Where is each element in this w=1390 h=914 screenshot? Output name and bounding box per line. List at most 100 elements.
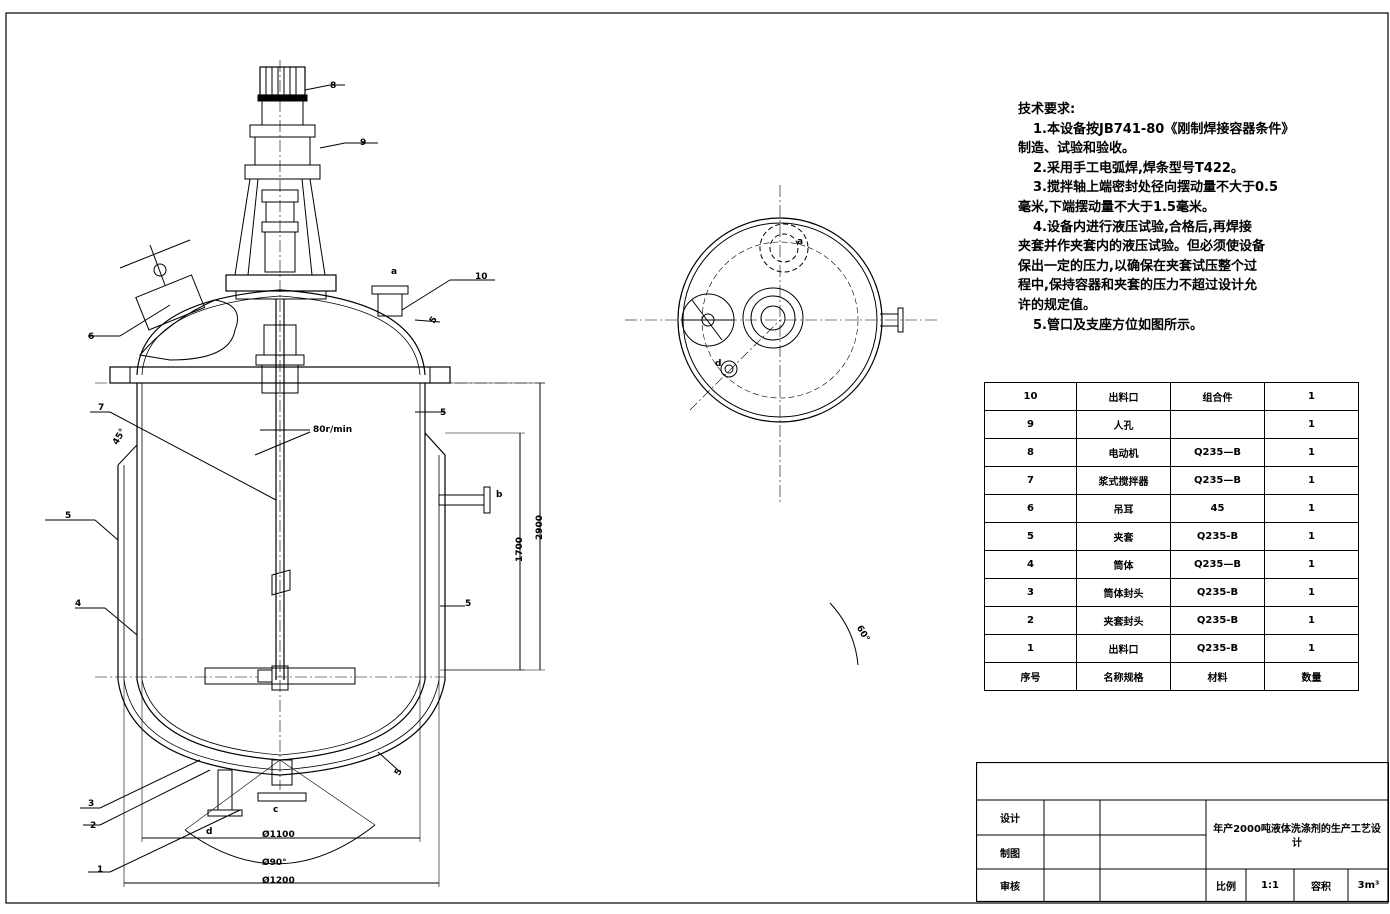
bom-header-cell: 数量: [1264, 662, 1359, 691]
bom-cell: 人孔: [1076, 410, 1171, 439]
project-title: 年产2000吨液体洗涤剂的生产工艺设计: [1213, 824, 1381, 849]
label-part-10: 10: [475, 272, 488, 282]
dim-1100: Ø1100: [262, 829, 295, 840]
bom-cell: 45: [1170, 494, 1265, 523]
req-line: 程中,保持容器和夹套的压力不超过设计允: [1018, 278, 1257, 294]
bom-cell: 1: [1264, 382, 1359, 411]
angle-45: 45°: [111, 427, 128, 447]
req-line: 保出一定的压力,以确保在夹套试压整个过: [1018, 258, 1257, 274]
bom-cell: 1: [1264, 578, 1359, 607]
bom-cell: Q235-B: [1170, 634, 1265, 663]
dim-angle-90: Ø90°: [262, 857, 287, 868]
bom-cell: 1: [1264, 466, 1359, 495]
top-view-nozzle-a: a: [797, 237, 803, 247]
bom-header-cell: 序号: [984, 662, 1077, 691]
draw-label: 制图: [1000, 848, 1020, 860]
bom-cell: 1: [1264, 410, 1359, 439]
bom-cell: 8: [984, 438, 1077, 467]
bom-cell: 3: [984, 578, 1077, 607]
thickness-5-shell: 5: [440, 408, 446, 418]
req-line: 3.搅拌轴上端密封处径向摆动量不大于0.5: [1033, 180, 1279, 196]
label-part-6: 6: [88, 332, 94, 342]
vessel-elevation: [45, 60, 545, 887]
nozzle-label-c: c: [273, 805, 278, 815]
technical-requirements-title: 技术要求:: [1018, 102, 1076, 117]
label-part-5: 5: [65, 511, 71, 521]
label-part-1: 1: [97, 865, 103, 875]
drive-frame: [225, 178, 337, 300]
req-line: 制造、试验和验收。: [1018, 141, 1136, 157]
bom-cell: 4: [984, 550, 1077, 579]
bom-cell: Q235-B: [1170, 578, 1265, 607]
angle-60: 60°: [854, 624, 871, 644]
bom-cell: Q235—B: [1170, 438, 1265, 467]
label-part-8: 8: [330, 81, 336, 91]
bom-cell: 1: [1264, 606, 1359, 635]
label-part-7: 7: [98, 403, 104, 413]
bom-cell: 夹套封头: [1076, 606, 1171, 635]
motor: [244, 66, 321, 180]
top-view-nozzle-d: d: [715, 359, 721, 369]
bom-cell: Q235—B: [1170, 550, 1265, 579]
bom-cell: 出料口: [1076, 634, 1171, 663]
scale-value: 1:1: [1261, 880, 1279, 891]
sheet-border: [5, 12, 1389, 904]
bom-cell: 1: [1264, 550, 1359, 579]
bom-cell: 5: [984, 522, 1077, 551]
title-block: 设计 制图 审核 年产2000吨液体洗涤剂的生产工艺设计 比例 1:1 容积 3…: [976, 762, 1389, 902]
bom-cell: 组合件: [1170, 382, 1265, 411]
bom-cell: 出料口: [1076, 382, 1171, 411]
nozzle-label-d: d: [206, 827, 212, 837]
bom-cell: Q235—B: [1170, 466, 1265, 495]
dim-1200: Ø1200: [262, 875, 295, 886]
req-line: 4.设备内进行液压试验,合格后,再焊接: [1033, 219, 1252, 235]
bom-cell: 筒体: [1076, 550, 1171, 579]
bom-header-cell: 材料: [1170, 662, 1265, 691]
req-line: 夹套并作夹套内的液压试验。但必须使设备: [1018, 239, 1266, 255]
bom-cell: 浆式搅拌器: [1076, 466, 1171, 495]
bom-cell: 1: [1264, 438, 1359, 467]
design-label: 设计: [1000, 814, 1020, 825]
req-line: 毫米,下端摆动量不大于1.5毫米。: [1018, 199, 1215, 215]
technical-requirements: 技术要求: 1.本设备按JB741-80《刚制焊接容器条件》 制造、试验和验收。…: [1018, 100, 1318, 335]
req-line: 许的规定值。: [1018, 297, 1097, 313]
dim-1700: 1700: [515, 537, 525, 562]
bom-cell: Q235-B: [1170, 522, 1265, 551]
nozzle-label-b: b: [496, 490, 503, 500]
bom-cell: 6: [984, 494, 1077, 523]
volume-label: 容积: [1311, 882, 1331, 893]
bom-cell: 吊耳: [1076, 494, 1171, 523]
bom-cell: [1170, 410, 1265, 439]
bom-cell: 2: [984, 606, 1077, 635]
volume-value: 3m³: [1357, 880, 1380, 891]
bom-cell: 夹套: [1076, 522, 1171, 551]
bom-cell: 筒体封头: [1076, 578, 1171, 607]
bom-cell: 1: [1264, 634, 1359, 663]
bom-cell: 电动机: [1076, 438, 1171, 467]
label-part-4: 4: [75, 599, 81, 609]
nozzle-label-a: a: [391, 267, 397, 277]
vessel-top-view: [625, 185, 940, 666]
review-label: 审核: [1000, 882, 1020, 893]
thickness-5-jacket: 5: [465, 599, 471, 609]
req-line: 5.管口及支座方位如图所示。: [1033, 317, 1203, 333]
label-part-3: 3: [88, 799, 94, 809]
label-part-9: 9: [360, 138, 366, 148]
scale-label: 比例: [1216, 882, 1236, 893]
dim-2900: 2900: [535, 515, 545, 540]
bom-cell: 1: [984, 634, 1077, 663]
req-line: 2.采用手工电弧焊,焊条型号T422。: [1033, 160, 1244, 176]
label-part-2: 2: [90, 821, 96, 831]
